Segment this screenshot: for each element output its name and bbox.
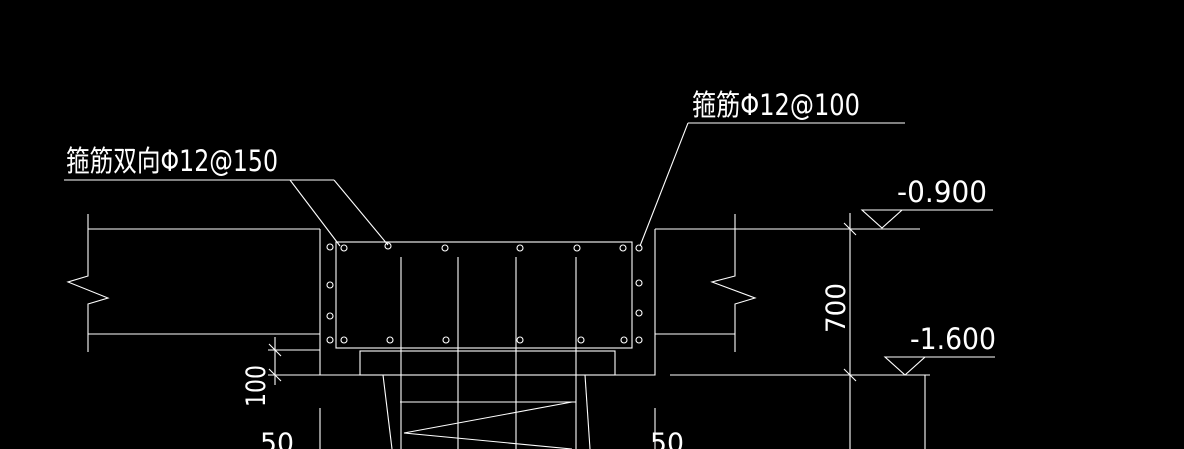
rebar bbox=[635, 244, 643, 252]
left-offset-dimension: 50 bbox=[260, 428, 294, 449]
rebar bbox=[442, 336, 450, 344]
rebar bbox=[441, 244, 449, 252]
rebar bbox=[516, 244, 524, 252]
stirrup-outer bbox=[335, 241, 633, 349]
elevation-marker-top bbox=[860, 209, 993, 229]
right-break-symbol bbox=[710, 214, 757, 352]
dimension-700 bbox=[843, 213, 857, 449]
rebar bbox=[635, 279, 643, 287]
rebar bbox=[326, 312, 334, 320]
right-slab bbox=[655, 214, 920, 352]
elevation-top-label: -0.900 bbox=[897, 175, 987, 209]
dimension-100 bbox=[268, 337, 320, 385]
rebar bbox=[620, 336, 628, 344]
rebar bbox=[577, 336, 585, 344]
rebar bbox=[619, 244, 627, 252]
stirrup-single-label: 箍筋Φ12@100 bbox=[692, 88, 860, 122]
lower-cushion bbox=[319, 350, 930, 449]
rebar-group bbox=[326, 242, 643, 344]
zigzag-line bbox=[403, 401, 573, 449]
rebar bbox=[516, 336, 524, 344]
leader-lines bbox=[64, 122, 905, 247]
rebar bbox=[635, 336, 643, 344]
rebar bbox=[340, 336, 348, 344]
rebar bbox=[573, 244, 581, 252]
elevation-bottom-label: -1.600 bbox=[910, 322, 996, 356]
rebar bbox=[340, 244, 348, 252]
elevation-marker-bottom bbox=[883, 356, 995, 376]
rebar bbox=[384, 242, 392, 250]
cushion-thickness-dimension: 100 bbox=[241, 365, 272, 407]
rebar bbox=[635, 309, 643, 317]
stirrup-bidirectional-label: 箍筋双向Φ12@150 bbox=[66, 144, 278, 178]
beam-height-dimension: 700 bbox=[821, 283, 852, 333]
rebar bbox=[326, 336, 334, 344]
rebar bbox=[326, 243, 334, 251]
left-break-symbol bbox=[66, 214, 110, 352]
rebar bbox=[386, 336, 394, 344]
rebar bbox=[326, 281, 334, 289]
right-offset-dimension: 50 bbox=[650, 428, 684, 449]
left-slab bbox=[66, 214, 320, 352]
